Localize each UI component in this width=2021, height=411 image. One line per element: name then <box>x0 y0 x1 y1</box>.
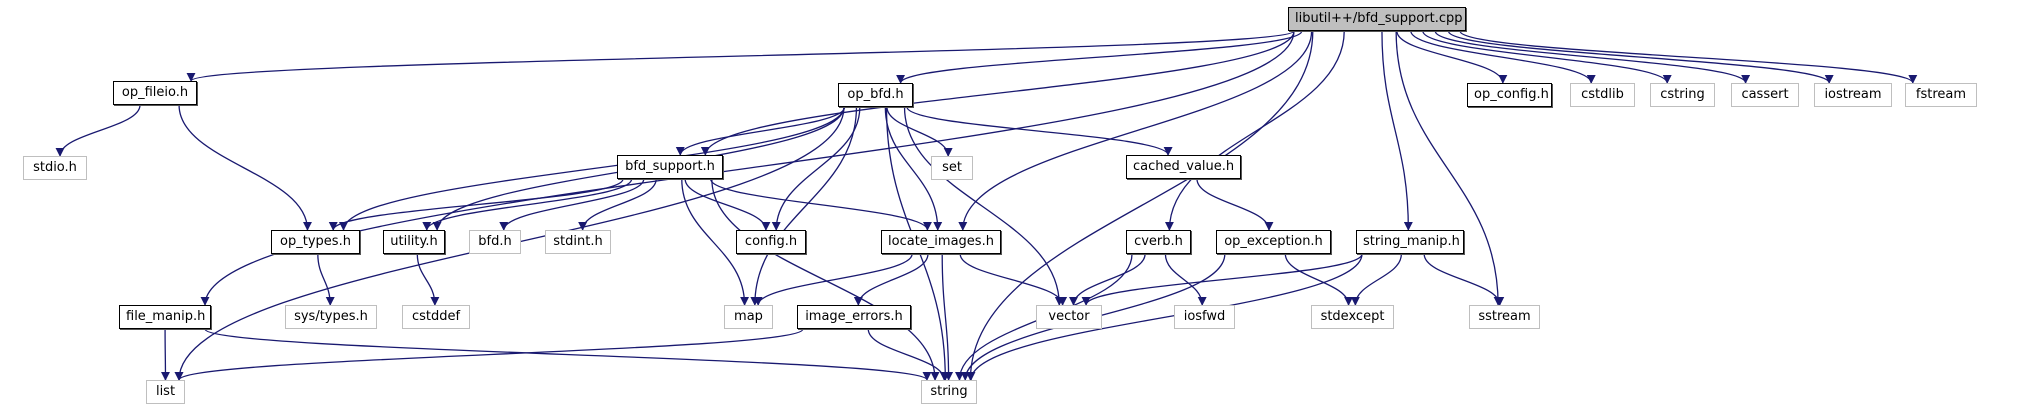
edge-op-bfd-to-locate-images <box>884 106 943 231</box>
edge-op-fileio-to-stdio <box>55 104 141 157</box>
node-image-errors[interactable]: image_errors.h <box>797 305 911 329</box>
edge-bfd-support-to-config <box>684 178 771 231</box>
node-string: string <box>921 380 977 404</box>
edge-op-bfd-to-op-types <box>339 106 845 231</box>
edge-cverb-to-iosfwd <box>1164 253 1207 306</box>
edge-locate-images-to-map <box>753 253 913 306</box>
edge-op-types-to-sys-types <box>317 253 335 306</box>
edge-locate-images-to-image-errors <box>853 253 929 306</box>
edge-bfd-support-to-op-types <box>328 178 624 231</box>
edge-cverb-to-vector <box>1068 253 1146 306</box>
node-sys-types: sys/types.h <box>285 305 377 329</box>
edge-root-to-iostream <box>1447 30 1834 84</box>
edge-root-to-cverb <box>1164 30 1345 231</box>
node-string-manip[interactable]: string_manip.h <box>1356 230 1464 254</box>
edge-root-to-op-fileio <box>186 30 1295 82</box>
edge-op-bfd-to-bfd-support <box>675 106 846 156</box>
node-cstddef: cstddef <box>402 305 470 329</box>
node-op-fileio[interactable]: op_fileio.h <box>113 81 197 105</box>
edge-string-manip-to-vector <box>1081 253 1363 306</box>
node-op-types[interactable]: op_types.h <box>271 230 360 254</box>
edge-op-bfd-to-set <box>886 106 953 157</box>
edge-op-bfd-to-cached-value <box>906 106 1173 156</box>
edge-string-manip-to-stdexcept <box>1350 253 1403 306</box>
edge-bfd-support-to-utility <box>422 178 633 231</box>
node-op-config[interactable]: op_config.h <box>1467 83 1552 107</box>
node-cverb[interactable]: cverb.h <box>1126 230 1191 254</box>
edge-root-to-op-bfd <box>896 30 1303 84</box>
node-cstdlib: cstdlib <box>1570 83 1635 107</box>
edge-root-to-cstdlib <box>1410 30 1596 84</box>
edge-root-to-locate-images <box>958 30 1313 231</box>
edge-op-bfd-to-map <box>750 106 858 306</box>
node-vector: vector <box>1036 305 1102 329</box>
edge-string-manip-to-sstream <box>1423 253 1505 306</box>
edge-root-to-sstream <box>1395 30 1503 306</box>
edge-op-fileio-to-op-types <box>178 104 313 231</box>
node-config[interactable]: config.h <box>736 230 806 254</box>
node-stdio: stdio.h <box>23 156 87 180</box>
node-cstring: cstring <box>1650 83 1715 107</box>
edge-root-to-op-config <box>1396 30 1508 84</box>
edge-bfd-support-to-locate-images <box>710 178 932 231</box>
node-list: list <box>146 380 185 404</box>
edge-root-to-file-manip <box>200 30 1295 306</box>
edge-op-bfd-to-config <box>771 106 861 231</box>
node-bfd: bfd.h <box>469 230 521 254</box>
node-root[interactable]: libutil++/bfd_support.cpp <box>1288 7 1466 31</box>
node-op-exception[interactable]: op_exception.h <box>1216 230 1331 254</box>
edge-root-to-bfd-support <box>700 30 1295 156</box>
edge-file-manip-to-string <box>204 328 932 381</box>
edge-root-to-fstream <box>1459 30 1918 84</box>
edge-locate-images-to-vector <box>959 253 1068 306</box>
edge-op-bfd-to-vector <box>903 106 1064 306</box>
node-iosfwd: iosfwd <box>1174 305 1235 329</box>
edge-op-exception-to-stdexcept <box>1284 253 1354 306</box>
node-sstream: sstream <box>1469 305 1540 329</box>
node-locate-images[interactable]: locate_images.h <box>881 230 1001 254</box>
node-iostream: iostream <box>1814 83 1892 107</box>
edge-root-to-string <box>965 30 1314 381</box>
node-file-manip[interactable]: file_manip.h <box>119 305 211 329</box>
node-fstream: fstream <box>1905 83 1977 107</box>
node-cached-value[interactable]: cached_value.h <box>1126 155 1241 179</box>
node-bfd-support[interactable]: bfd_support.h <box>617 155 723 179</box>
edge-image-errors-to-string <box>867 328 949 381</box>
edge-root-to-cstring <box>1422 30 1672 84</box>
node-op-bfd[interactable]: op_bfd.h <box>838 83 913 107</box>
edge-string-manip-to-string <box>966 253 1363 381</box>
node-cassert: cassert <box>1731 83 1799 107</box>
node-map: map <box>724 305 773 329</box>
edge-bfd-support-to-stdint <box>578 178 657 231</box>
node-stdexcept: stdexcept <box>1311 305 1394 329</box>
edge-locate-images-to-string <box>941 253 954 381</box>
edge-cached-value-to-op-exception <box>1196 178 1274 231</box>
edge-bfd-support-to-map <box>681 178 750 306</box>
edge-root-to-cassert <box>1434 30 1751 84</box>
edge-root-to-string-manip <box>1381 30 1413 231</box>
edge-bfd-support-to-bfd <box>499 178 645 231</box>
edge-image-errors-to-list <box>174 328 804 381</box>
node-utility[interactable]: utility.h <box>383 230 445 254</box>
edge-bfd-support-to-string <box>711 178 940 381</box>
edge-utility-to-cstddef <box>416 253 440 306</box>
node-set: set <box>931 156 973 180</box>
node-stdint: stdint.h <box>545 230 611 254</box>
